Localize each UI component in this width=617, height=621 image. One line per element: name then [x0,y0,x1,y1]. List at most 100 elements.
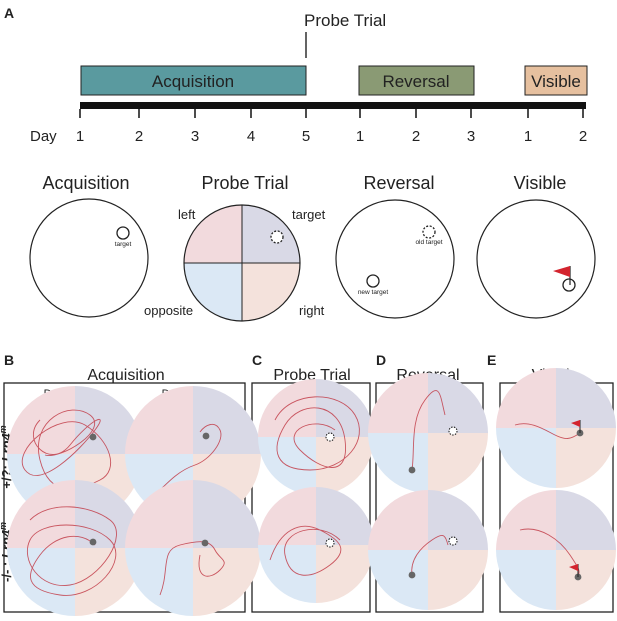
timeline-tick-label: 2 [579,128,587,145]
schematic-acquisition-title: Acquisition [42,173,129,193]
swim-path [22,409,112,490]
platform-location [448,426,458,436]
timeline-tick-label: 1 [76,128,84,145]
quadrant-ne [316,487,374,545]
schematic-visible-title: Visible [514,173,567,193]
timeline-tick-label: 3 [467,128,475,145]
swim-path [274,396,360,471]
swim-path [154,423,222,496]
quadrant-opposite-label: opposite [144,303,193,318]
trajectory-pool-b4 [125,480,261,616]
quadrant-se [428,433,488,493]
schematic-acquisition-pool: target [29,198,149,318]
schematic-visible-pool [476,199,596,319]
old-target-label: old target [415,239,442,246]
platform-location [325,432,335,442]
visible-platform [562,278,576,292]
quadrant-se [193,548,261,616]
quadrant-sw [496,550,556,610]
trajectory-pool-e1 [496,368,616,488]
quadrant-se [316,545,374,603]
quadrant-sw [7,548,75,616]
trajectory-pool-c2 [258,487,374,603]
probe-target-location [270,230,284,244]
new-target-platform [366,274,380,288]
timeline-tick-label: 2 [135,128,143,145]
quadrant-sw [496,428,556,488]
quadrant-nw [496,490,556,550]
results-probe-title: Probe Trial [273,367,350,384]
timeline-tick-label: 3 [191,128,199,145]
swim-path [26,506,117,596]
platform-marker [201,539,209,547]
quadrant-ne [556,368,616,428]
quadrant-nw [7,386,75,454]
panel-label-e: E [487,352,496,368]
phase-visible-label: Visible [531,72,581,91]
quadrant-ne [428,490,488,550]
old-target-platform [422,225,436,239]
quadrant-sw [368,433,428,493]
trajectory-pool-d2 [368,490,488,610]
new-target-label: new target [358,289,389,296]
swim-path [519,528,580,578]
phase-acquisition: Acquisition [80,65,307,96]
day-axis-label: Day [30,128,57,145]
schematic-reversal-pool: old target new target [335,199,455,319]
trajectory-pool-e2 [496,490,616,610]
platform-marker [89,433,97,441]
timeline-tick-label: 2 [412,128,420,145]
timeline-tick-label: 4 [247,128,255,145]
trajectory-pool-d1 [368,373,488,493]
quadrant-right-label: right [299,303,325,318]
swim-path [269,525,342,576]
timeline-bar [80,102,586,109]
timeline-tick-label: 5 [302,128,310,145]
quadrant-se [556,428,616,488]
timeline-tick-label: 1 [356,128,364,145]
platform-marker [89,538,97,546]
phase-acquisition-label: Acquisition [152,72,234,91]
flag-icon [553,266,570,277]
quadrant-ne [316,379,374,437]
trajectory-pool-b3 [7,480,143,616]
platform-marker [408,466,416,474]
target-platform [116,226,130,240]
quadrant-nw [125,480,193,548]
trajectory-pools [7,368,616,616]
swim-path [514,423,581,439]
platform-marker [408,571,416,579]
probe-trial-timeline-label: Probe Trial [304,11,386,30]
quadrant-sw [258,545,316,603]
schematic-reversal-title: Reversal [363,173,434,193]
trajectory-pool-c1 [258,379,374,495]
quadrant-ne [193,386,261,454]
quadrant-ne [428,373,488,433]
phase-reversal-label: Reversal [382,72,449,91]
swim-path [411,534,449,576]
quadrant-ne [556,490,616,550]
quadrant-se [556,550,616,610]
quadrant-left-label: left [178,207,196,222]
quadrant-sw [125,548,193,616]
swim-path [159,541,225,596]
quadrant-nw [258,487,316,545]
panel-label-b: B [4,352,14,368]
quadrant-target-label: target [292,207,326,222]
schematic-probe-title: Probe Trial [201,173,288,193]
results-acquisition-title: Acquisition [87,367,164,384]
quadrant-sw [258,437,316,495]
platform-location [448,536,458,546]
quadrant-nw [368,490,428,550]
schematic-probe-pool [183,204,301,322]
panel-label-d: D [376,352,386,368]
panel-label-a: A [4,5,14,21]
target-label: target [115,241,132,248]
flag-icon [571,420,580,427]
quadrant-nw [496,368,556,428]
swim-path [411,390,446,471]
quadrant-ne [193,480,261,548]
quadrant-nw [125,386,193,454]
